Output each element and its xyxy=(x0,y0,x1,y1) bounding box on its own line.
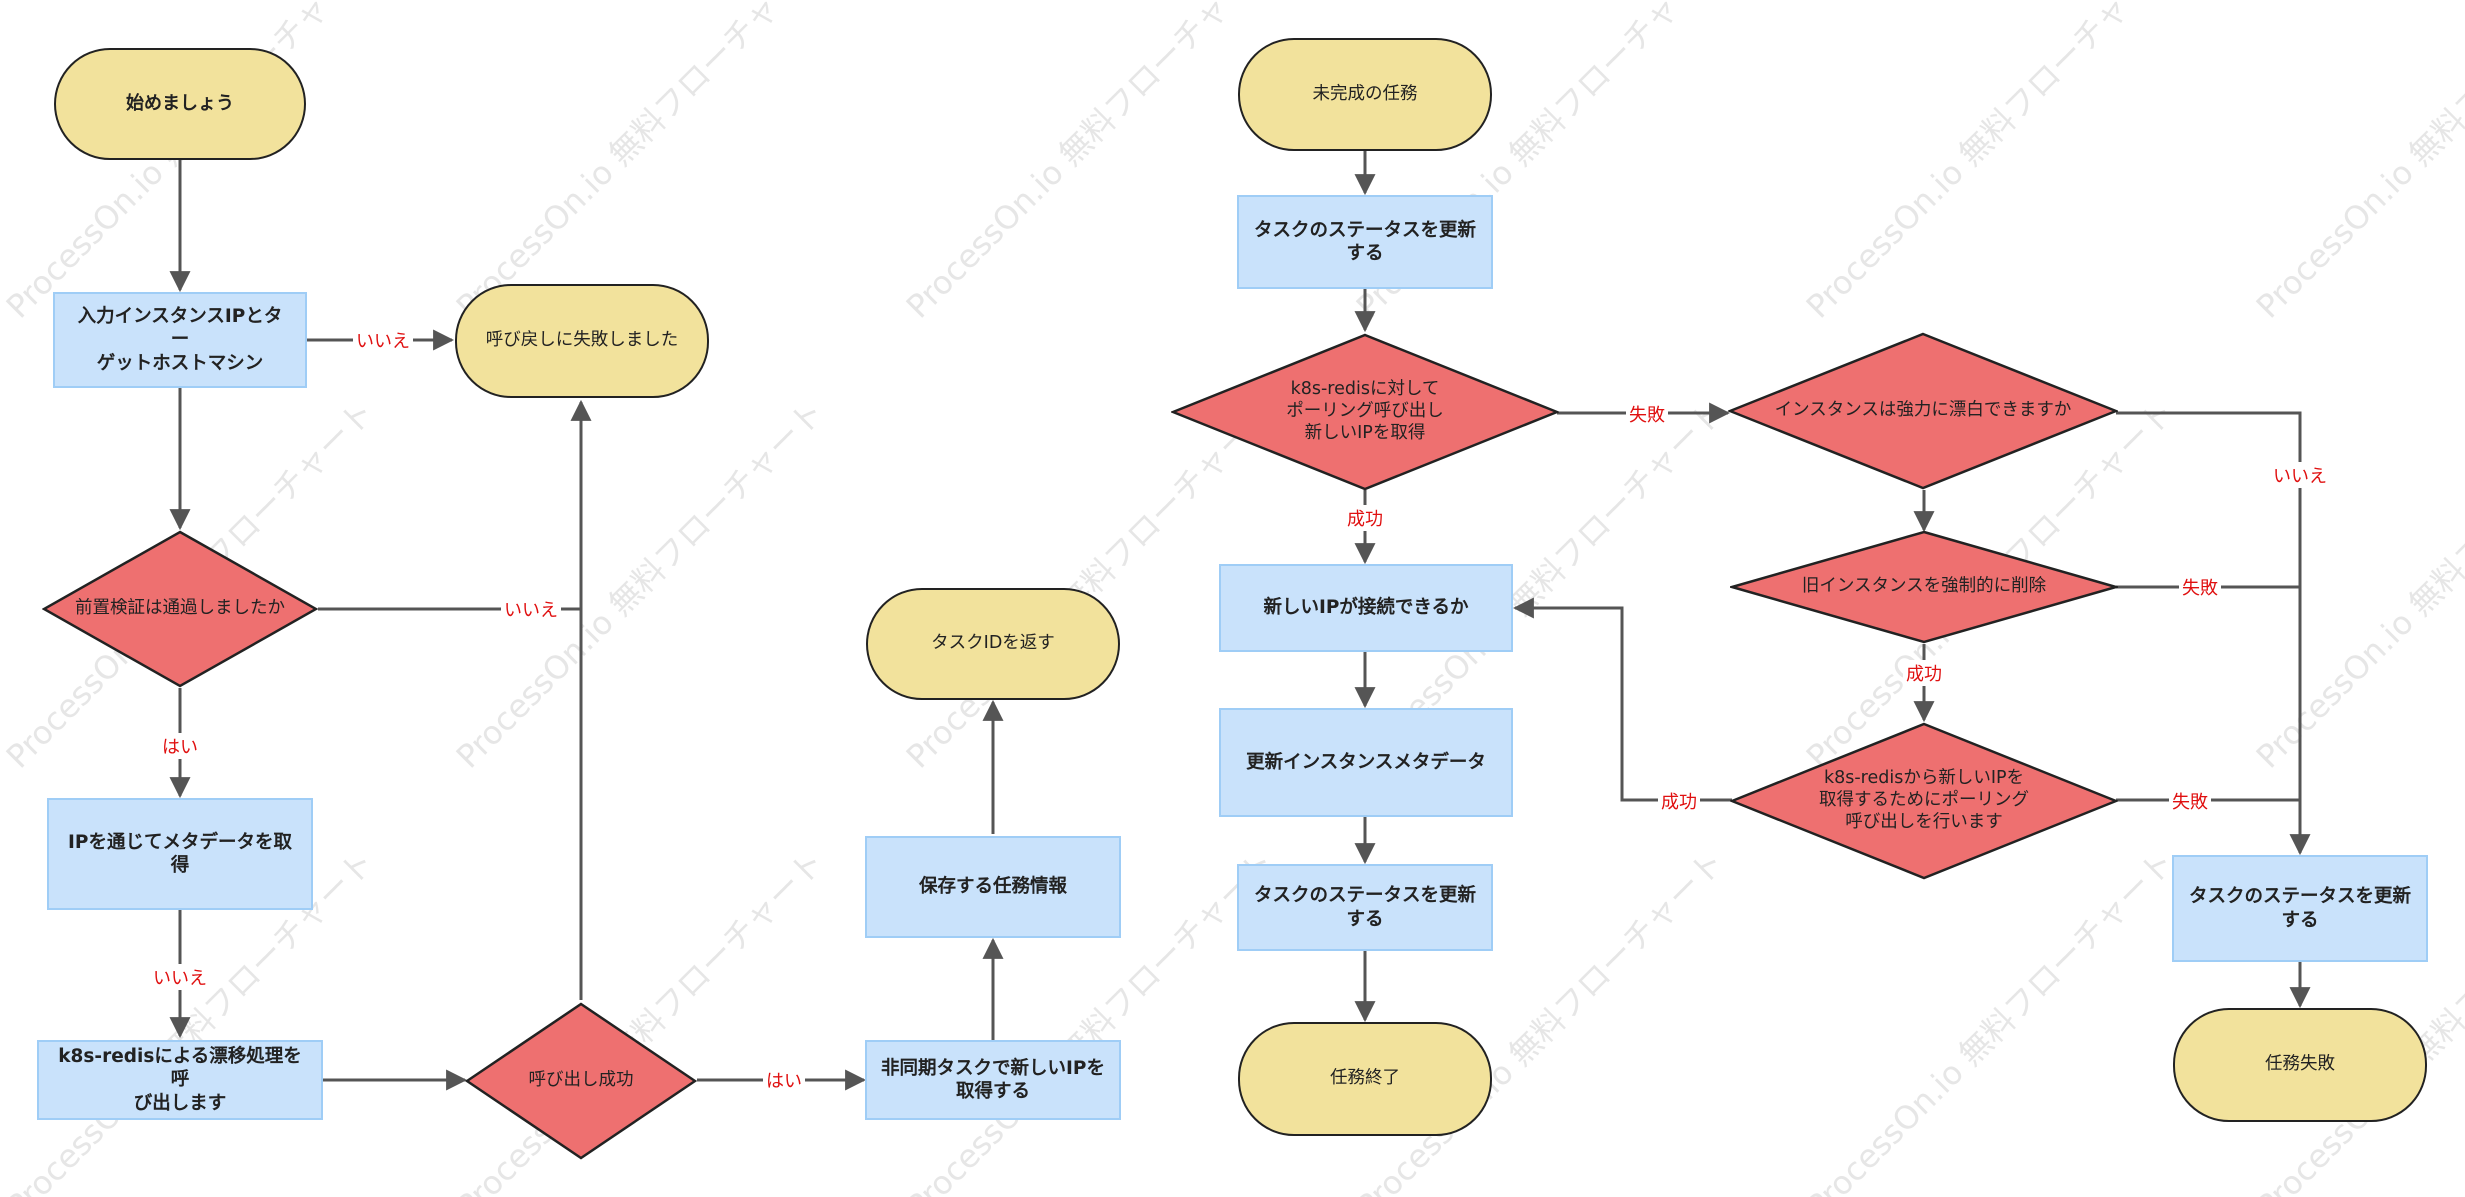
node-update-status-2[interactable]: タスクのステータスを更新 する xyxy=(1237,864,1493,951)
edge-label-no: いいえ xyxy=(353,327,413,353)
node-task-end[interactable]: 任務終了 xyxy=(1238,1022,1492,1136)
diamond-shape xyxy=(42,530,318,688)
edge-label-yes: はい xyxy=(159,733,201,759)
node-return-task-id[interactable]: タスクIDを返す xyxy=(866,588,1120,700)
edge-poll2-connect xyxy=(1512,597,1732,802)
diamond-shape xyxy=(1730,722,2118,880)
node-force-delete[interactable]: 旧インスタンスを強制的に削除 xyxy=(1730,530,2118,644)
edge-label-no: いいえ xyxy=(150,964,210,990)
edge-label-fail: 失敗 xyxy=(2179,574,2221,600)
edge-label-no: いいえ xyxy=(501,596,561,622)
node-start[interactable]: 始めましょう xyxy=(54,48,306,160)
edge-label-success: 成功 xyxy=(1344,505,1386,531)
node-call-success[interactable]: 呼び出し成功 xyxy=(465,1002,697,1160)
edge-label-fail: 失敗 xyxy=(1626,401,1668,427)
edge-label-yes: はい xyxy=(763,1067,805,1093)
edge-label-success: 成功 xyxy=(1658,788,1700,814)
node-k8s-drift[interactable]: k8s-redisによる漂移処理を呼 び出します xyxy=(37,1040,323,1120)
node-input-ip[interactable]: 入力インスタンスIPとター ゲットホストマシン xyxy=(53,292,307,388)
node-poll-new-ip-label: k8s-redisから新しいIPを 取得するためにポーリング 呼び出しを行います xyxy=(1819,768,2029,832)
diamond-shape xyxy=(465,1002,697,1160)
node-force-drift[interactable]: インスタンスは強力に漂白できますか xyxy=(1728,332,2118,490)
node-force-drift-label: インスタンスは強力に漂白できますか xyxy=(1774,400,2072,421)
edge-label-no: いいえ xyxy=(2270,462,2330,488)
edge-label-success: 成功 xyxy=(1903,660,1945,686)
node-task-fail[interactable]: 任務失敗 xyxy=(2173,1008,2427,1122)
edge-force-no xyxy=(2116,411,2311,856)
node-new-ip-connect[interactable]: 新しいIPが接続できるか xyxy=(1219,564,1513,652)
node-async-task[interactable]: 非同期タスクで新しいIPを 取得する xyxy=(865,1040,1121,1120)
node-call-success-label: 呼び出し成功 xyxy=(528,1070,634,1091)
edge-label-fail: 失敗 xyxy=(2169,788,2211,814)
diamond-shape xyxy=(1171,333,1559,491)
node-force-delete-label: 旧インスタンスを強制的に削除 xyxy=(1801,576,2047,597)
node-update-status-3[interactable]: タスクのステータスを更新 する xyxy=(2172,855,2428,962)
node-callback-fail[interactable]: 呼び戻しに失敗しました xyxy=(455,284,709,398)
node-update-meta[interactable]: 更新インスタンスメタデータ xyxy=(1219,708,1513,817)
node-unfinished[interactable]: 未完成の任務 xyxy=(1238,38,1492,151)
node-fetch-meta[interactable]: IPを通じてメタデータを取得 xyxy=(47,798,313,910)
node-precheck[interactable]: 前置検証は通過しましたか xyxy=(42,530,318,688)
node-poll-new-ip[interactable]: k8s-redisから新しいIPを 取得するためにポーリング 呼び出しを行います xyxy=(1730,722,2118,880)
diamond-shape xyxy=(1728,332,2118,490)
node-poll-k8s[interactable]: k8s-redisに対して ポーリング呼び出し 新しいIPを取得 xyxy=(1171,333,1559,491)
node-precheck-label: 前置検証は通過しましたか xyxy=(75,598,285,619)
node-save-task[interactable]: 保存する任務情報 xyxy=(865,836,1121,938)
node-update-status-1[interactable]: タスクのステータスを更新 する xyxy=(1237,195,1493,289)
diamond-shape xyxy=(1730,530,2118,644)
node-poll-k8s-label: k8s-redisに対して ポーリング呼び出し 新しいIPを取得 xyxy=(1286,379,1444,443)
